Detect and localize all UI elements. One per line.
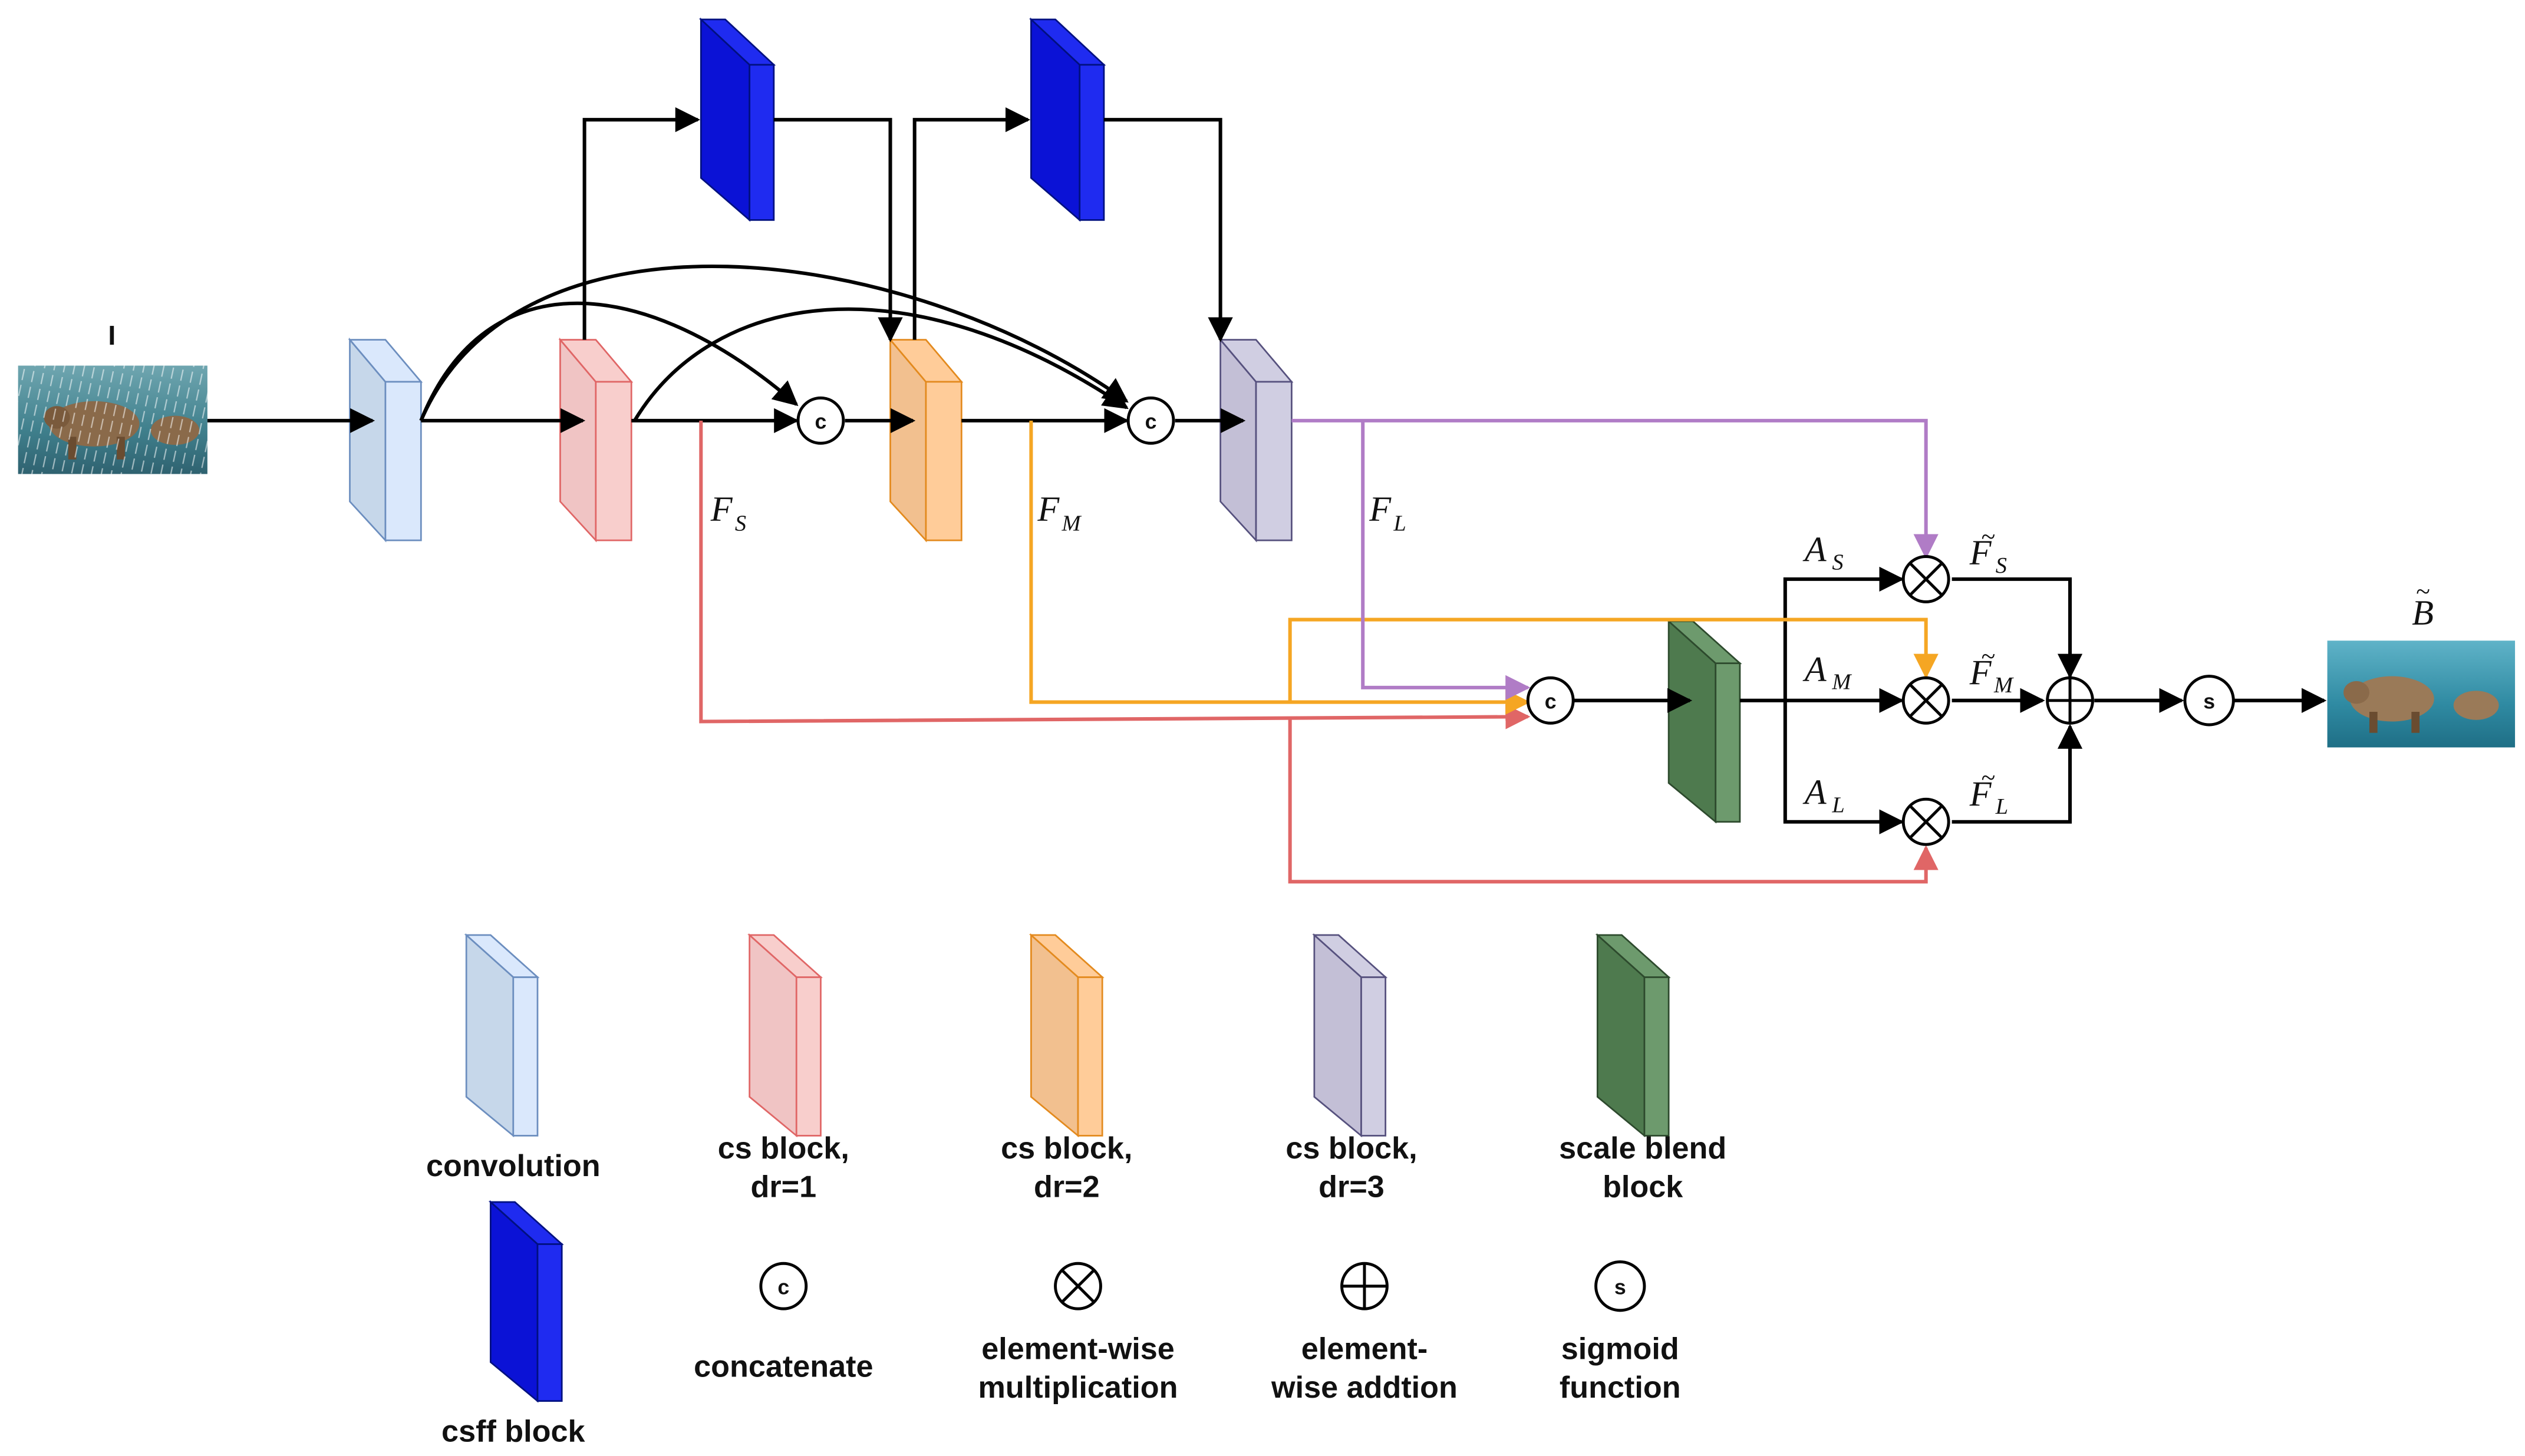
legend-convolution-label: convolution [426, 1149, 601, 1183]
svg-text:S: S [1996, 553, 2007, 578]
svg-text:c: c [815, 410, 827, 434]
legend-multiply-symbol [1054, 1262, 1102, 1310]
svg-text:L: L [1995, 794, 2008, 819]
svg-text:L: L [1831, 793, 1844, 817]
svg-text:M: M [1831, 670, 1852, 695]
svg-text:~: ~ [1981, 763, 1995, 792]
legend-cs2-label-line1: cs block, [1001, 1131, 1132, 1166]
input-image [18, 365, 207, 474]
input-label: I [108, 320, 116, 351]
label-am: A M [1802, 650, 1852, 695]
svg-text:S: S [1832, 550, 1843, 575]
concat-op-1: c [796, 396, 845, 445]
svg-text:F: F [1969, 533, 1992, 573]
svg-text:~: ~ [1981, 522, 1995, 551]
svg-text:~: ~ [1981, 642, 1995, 671]
svg-text:M: M [1062, 511, 1082, 536]
legend-multiply-label-line1: element-wise [981, 1332, 1175, 1366]
svg-text:S: S [735, 511, 746, 536]
scale-blend-block [1666, 619, 1742, 824]
svg-text:c: c [1545, 690, 1557, 714]
svg-text:F: F [1037, 490, 1060, 529]
csff-block-1 [698, 17, 776, 222]
label-as: A S [1802, 530, 1844, 575]
multiply-op-s [1901, 555, 1950, 603]
add-op [2046, 676, 2094, 725]
legend-sigmoid-label-line1: sigmoid [1561, 1332, 1679, 1366]
legend-sigmoid-label-line2: function [1560, 1371, 1681, 1405]
svg-text:A: A [1802, 650, 1827, 689]
main-flow-arrows [207, 107, 2327, 834]
label-fl: F L [1369, 490, 1406, 536]
concat-op-2: c [1126, 396, 1175, 445]
svg-text:L: L [1393, 511, 1406, 536]
legend-add-label-line2: wise addtion [1271, 1371, 1458, 1405]
svg-text:F: F [710, 490, 733, 529]
feature-paths [699, 418, 1939, 884]
legend-sigmoid-symbol: s [1594, 1260, 1646, 1312]
cs-block-dr1 [558, 337, 634, 543]
conv-block [348, 337, 423, 543]
label-ftl: ~ F L [1969, 763, 2008, 819]
label-fs: F S [710, 490, 746, 536]
legend-blend-label-line2: block [1603, 1170, 1683, 1204]
legend-cs1-label-line2: dr=1 [751, 1170, 817, 1204]
output-label: B [2412, 593, 2434, 633]
legend-blend-swatch [1595, 933, 1671, 1138]
legend-concat-label: concatenate [694, 1349, 873, 1384]
svg-text:F: F [1969, 774, 1992, 814]
svg-text:s: s [2203, 690, 2215, 714]
label-fm: F M [1037, 490, 1082, 536]
legend-blend-label-line1: scale blend [1559, 1131, 1726, 1166]
multiply-op-m [1901, 676, 1950, 725]
label-ftm: ~ F M [1969, 642, 2014, 698]
legend-convolution-swatch [464, 933, 540, 1138]
legend-add-label-line1: element- [1301, 1332, 1428, 1366]
svg-text:F: F [1369, 490, 1392, 529]
legend-cs1-label-line1: cs block, [718, 1131, 849, 1166]
legend-cs2-label-line2: dr=2 [1034, 1170, 1100, 1204]
label-al: A L [1802, 773, 1845, 818]
svg-text:c: c [777, 1275, 789, 1299]
legend: convolution cs block, dr=1 cs block, dr=… [426, 933, 1726, 1448]
label-fts: ~ F S [1969, 522, 2007, 578]
svg-text:F: F [1969, 653, 1992, 692]
legend-cs3-swatch [1312, 933, 1388, 1138]
svg-text:A: A [1802, 530, 1827, 570]
legend-multiply-label-line2: multiplication [978, 1371, 1178, 1405]
legend-csff-swatch [488, 1200, 564, 1403]
cs-block-dr3 [1218, 337, 1294, 543]
concat-op-3: c [1526, 676, 1575, 725]
svg-text:c: c [1145, 410, 1157, 434]
csff-block-2 [1029, 17, 1106, 222]
svg-text:M: M [1993, 673, 2014, 698]
legend-concat-symbol: c [759, 1262, 808, 1310]
svg-text:s: s [1614, 1275, 1626, 1299]
legend-cs3-label-line1: cs block, [1285, 1131, 1417, 1166]
legend-csff-label: csff block [441, 1414, 585, 1448]
legend-cs2-swatch [1029, 933, 1105, 1138]
output-label-accent: ~ [2416, 577, 2430, 606]
svg-text:A: A [1802, 773, 1827, 813]
multiply-op-l [1901, 797, 1950, 846]
cs-block-dr2 [888, 337, 964, 543]
output-image [2327, 640, 2516, 748]
legend-cs1-swatch [747, 933, 823, 1138]
legend-cs3-label-line2: dr=3 [1318, 1170, 1385, 1204]
legend-add-symbol [1340, 1262, 1389, 1310]
sigmoid-op: s [2183, 675, 2235, 727]
